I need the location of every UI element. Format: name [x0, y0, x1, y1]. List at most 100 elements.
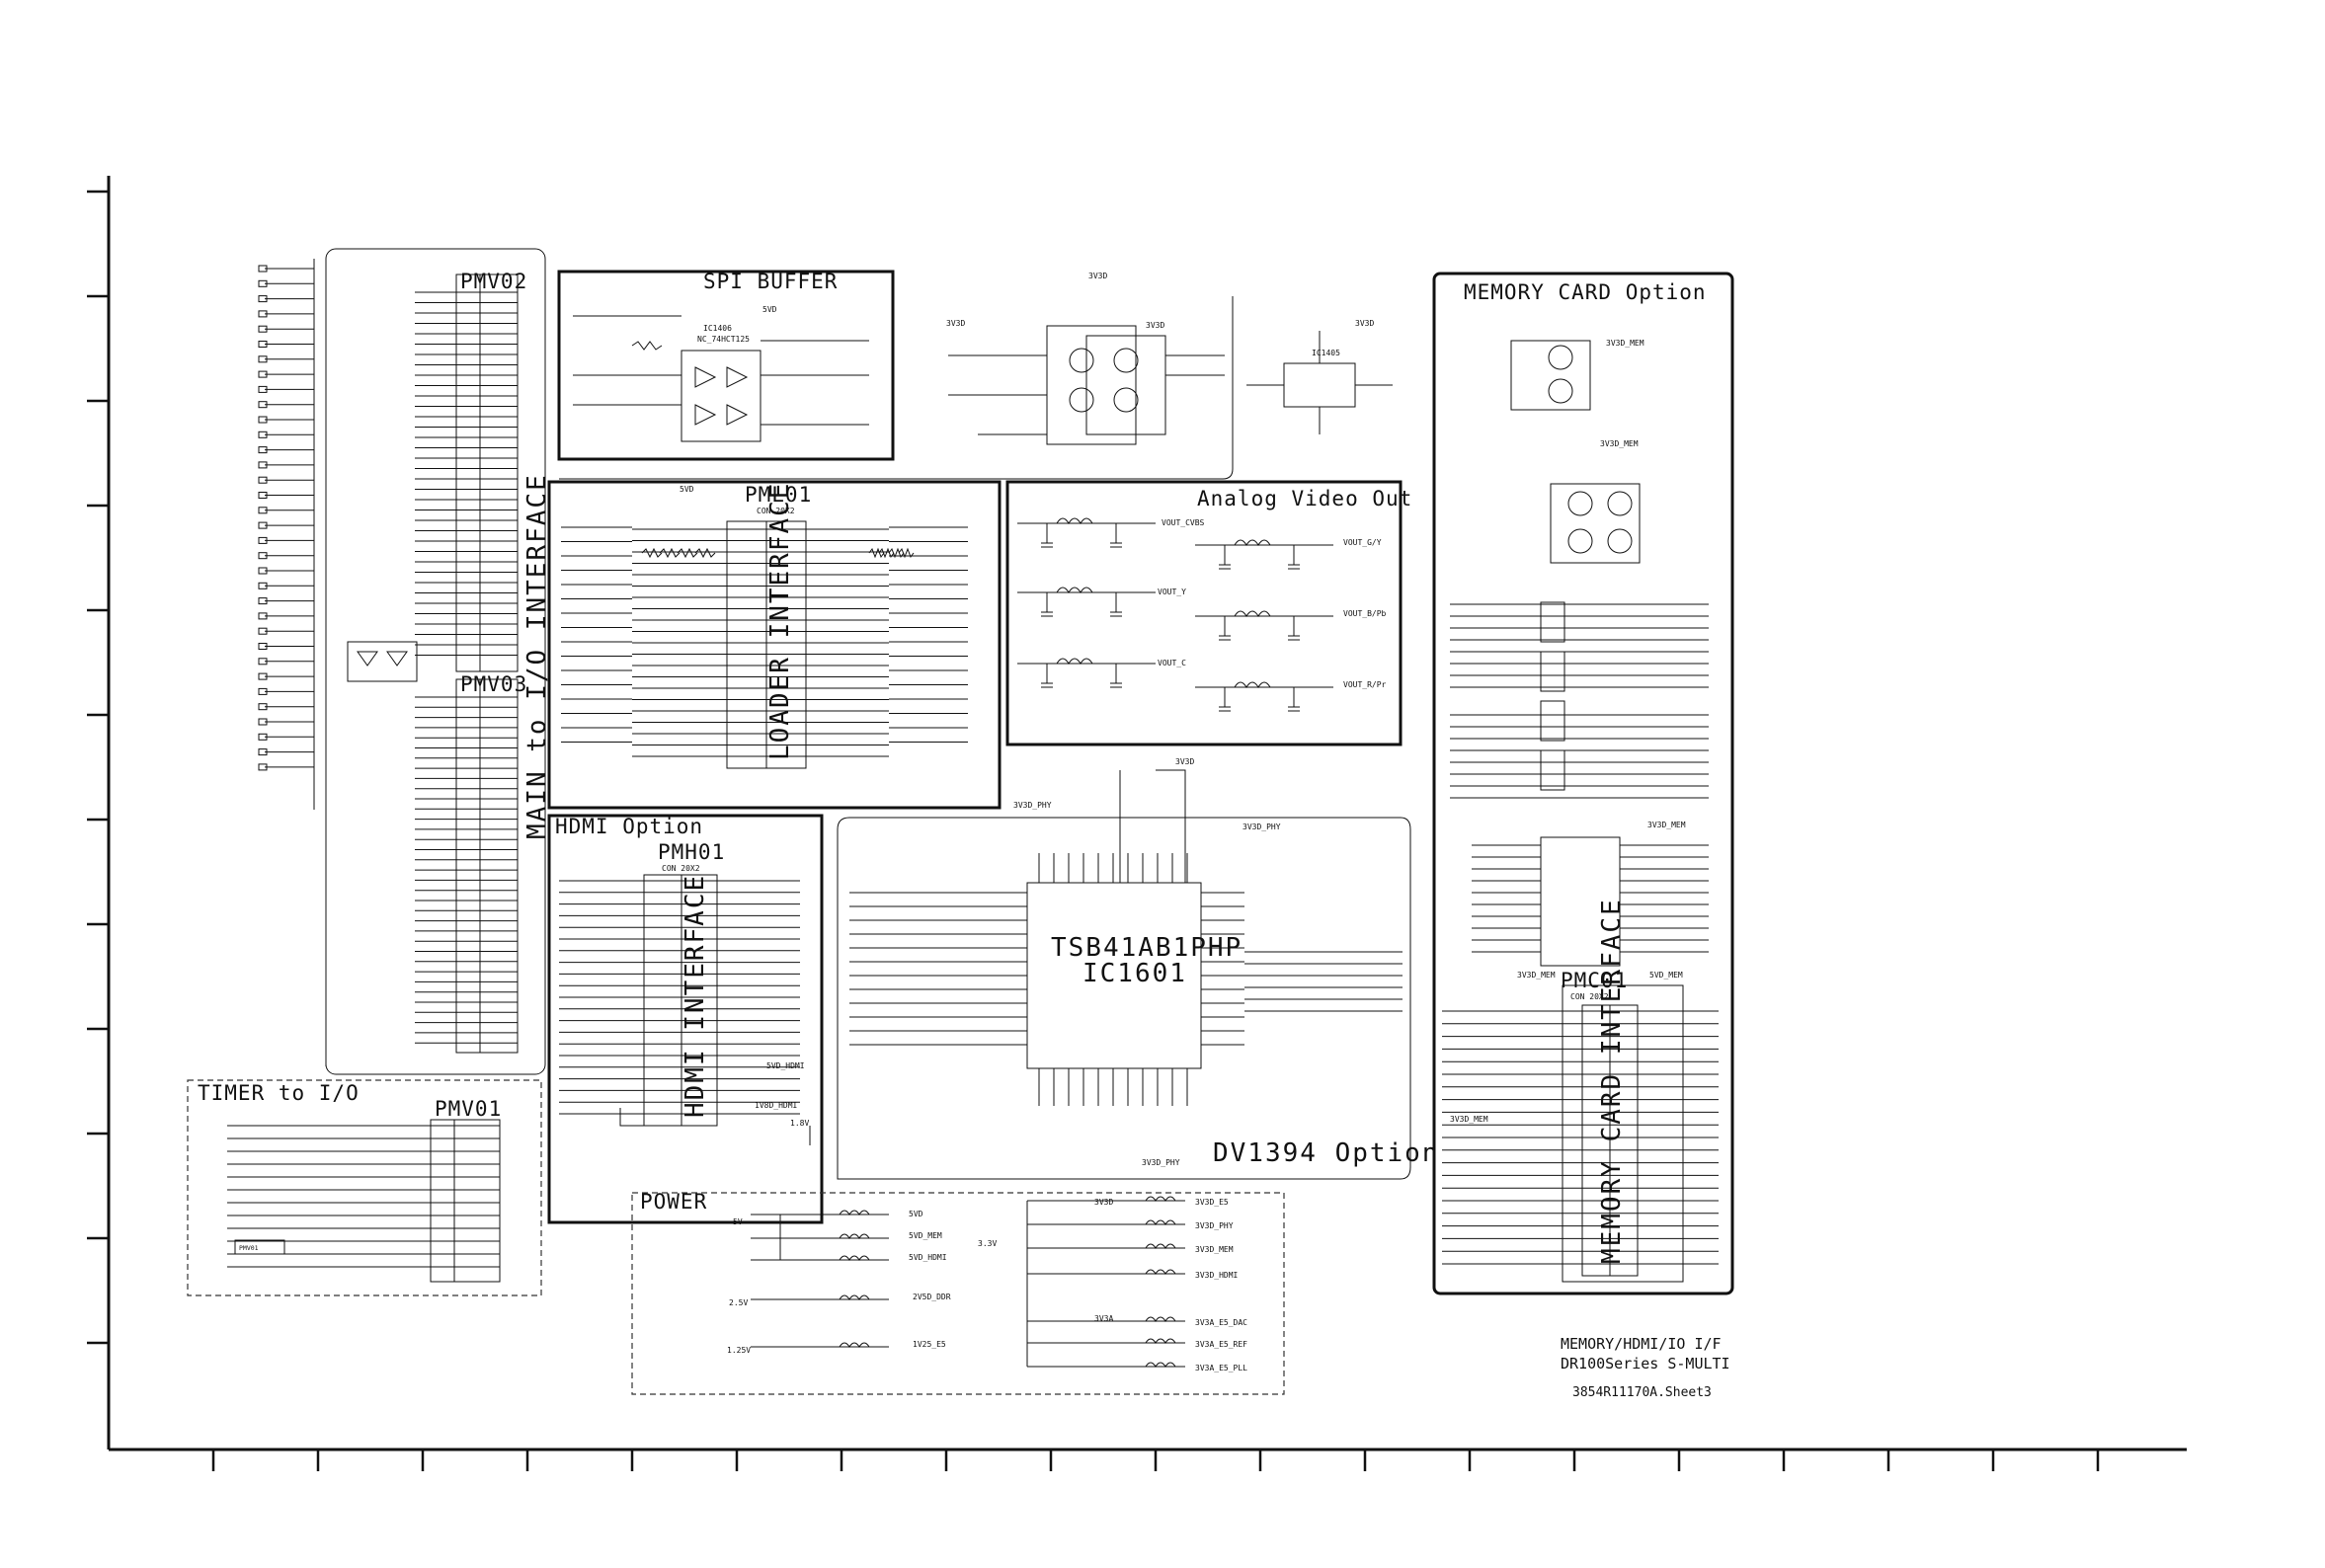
left-connector-tab: [258, 521, 268, 529]
pml01-label: PML01: [745, 483, 812, 507]
left-connector-tab: [258, 476, 268, 484]
resistor-array: [659, 547, 681, 559]
left-connector-tab: [258, 507, 268, 514]
pmv02-label: PMV02: [460, 270, 527, 293]
vout-cvbs-label: VOUT_CVBS: [1162, 518, 1205, 527]
title-line-2: DR100Series S-MULTI: [1561, 1355, 1730, 1372]
timer-io-block: TIMER to I/O PMV01 PMV01: [187, 1079, 542, 1296]
left-connector-tab: [258, 552, 268, 560]
left-connector-tab: [258, 733, 268, 741]
power-3v3d-e5-label: 3V3D_E5: [1195, 1198, 1229, 1207]
filter-inductor: [1056, 587, 1093, 593]
top-3v3d-label-3: 3V3D: [1146, 321, 1164, 330]
analog-video-out-label: Analog Video Out: [1197, 487, 1412, 510]
pmh01-label: PMH01: [658, 840, 725, 864]
vout-y-label: VOUT_Y: [1158, 588, 1186, 596]
title-line-1: MEMORY/HDMI/IO I/F: [1561, 1335, 1722, 1353]
pml01-5vd-label: 5VD: [680, 485, 694, 494]
vout-c-label: VOUT_C: [1158, 659, 1186, 667]
left-connector-tab: [258, 643, 268, 650]
power-3v3d-label: 3V3D: [1094, 1198, 1113, 1207]
hdmi-option-label: HDMI Option: [555, 815, 703, 838]
left-connector-tab: [258, 279, 268, 287]
power-inductor: [839, 1294, 870, 1300]
resistor-array: [677, 547, 698, 559]
filter-inductor: [1234, 539, 1271, 546]
power-5vd-hdmi-label: 5VD_HDMI: [909, 1253, 947, 1262]
top-3v3d-label: 3V3D: [1088, 272, 1107, 280]
power-3v3a-ref-label: 3V3A_E5_REF: [1195, 1340, 1247, 1349]
left-connector-tab: [258, 370, 268, 378]
left-connector-tab: [258, 687, 268, 695]
mem-3v3d-mem-label-5: 3V3D_MEM: [1450, 1115, 1488, 1124]
ic1601-label: IC1601: [1082, 959, 1187, 988]
power-inductor: [839, 1210, 870, 1215]
sheet-frame: [87, 176, 2187, 1471]
dv1394-option-label: DV1394 Option: [1213, 1138, 1440, 1168]
power-3v3d-mem-label: 3V3D_MEM: [1195, 1245, 1234, 1254]
left-connector-tab: [258, 672, 268, 680]
filter-inductor: [1234, 681, 1271, 688]
loader-interface-label: LOADER INTERFACE: [765, 482, 795, 760]
power-inductor: [1145, 1219, 1176, 1225]
title-block: MEMORY/HDMI/IO I/F DR100Series S-MULTI 3…: [1561, 1335, 1730, 1400]
power-inductor: [839, 1255, 870, 1261]
power-inductor: [839, 1233, 870, 1239]
resistor-array: [898, 547, 915, 559]
pmv03-label: PMV03: [460, 672, 527, 696]
hdmi-5vd-hdmi-label: 5VD_HDMI: [766, 1061, 805, 1070]
pmv01-bottom-label: PMV01: [239, 1244, 259, 1252]
pmv01-label: PMV01: [435, 1097, 502, 1121]
left-connector-tab: [258, 658, 268, 666]
spi-buffer-block: SPI BUFFER IC1406 NC_74HCT125 5VD: [557, 270, 895, 461]
left-connector-tab: [258, 567, 268, 575]
dv-3v3d-phy-label: 3V3D_PHY: [1013, 801, 1052, 810]
left-connector-tab: [258, 492, 268, 499]
left-connector-tab: [258, 612, 268, 620]
ic1405-3v3d-label: 3V3D: [1355, 319, 1374, 328]
power-3v3a-dac-label: 3V3A_E5_DAC: [1195, 1318, 1247, 1327]
dv1394-option-block: DV1394 Option TSB41AB1PHP IC1601 3V3D_PH…: [837, 757, 1440, 1180]
timer-io-label: TIMER to I/O: [198, 1081, 360, 1105]
left-connector-tab: [258, 748, 268, 756]
power-inductor: [1145, 1269, 1176, 1275]
power-3v3d-hdmi-label: 3V3D_HDMI: [1195, 1271, 1239, 1280]
left-connector-tab: [258, 310, 268, 318]
memory-card-interface-label: MEMORY CARD INTERFACE: [1597, 898, 1627, 1264]
left-connector-tab: [258, 295, 268, 303]
memory-card-option-block: MEMORY CARD Option 3V3D_MEM 3V3D_MEM 3V3…: [1432, 272, 1734, 1295]
left-connector-tab: [258, 763, 268, 771]
power-inductor: [839, 1342, 870, 1348]
power-inductor: [1145, 1338, 1176, 1344]
dv-3v3d-phy-label-2: 3V3D_PHY: [1243, 823, 1281, 831]
ic1406-label: IC1406: [703, 324, 732, 333]
title-line-3: 3854R11170A.Sheet3: [1572, 1385, 1712, 1400]
power-in-5v-label: 5V: [733, 1217, 743, 1226]
resistor-pack: [1540, 601, 1565, 643]
left-connector-tab: [258, 416, 268, 424]
filter-inductor: [1234, 610, 1271, 617]
left-connector-tab: [258, 385, 268, 393]
power-3v3a-pll-label: 3V3A_E5_PLL: [1195, 1364, 1247, 1372]
analog-video-out-block: Analog Video Out VOUT_CVBS VOUT_Y VOUT_C…: [1005, 480, 1412, 746]
resistor-pack: [1540, 651, 1565, 692]
power-5vd-mem-label: 5VD_MEM: [909, 1231, 942, 1240]
resistor-array: [878, 547, 895, 559]
power-5vd-label: 5VD: [909, 1210, 923, 1218]
ic1406-part-label: NC_74HCT125: [697, 335, 750, 344]
resistor-pack: [1540, 749, 1565, 791]
left-connector-tab: [258, 703, 268, 711]
power-1v25-e5-label: 1V25_E5: [913, 1340, 946, 1349]
mem-3v3d-mem-label-4: 3V3D_MEM: [1517, 971, 1556, 980]
pml01-type-label: CON 20X2: [757, 507, 795, 515]
main-io-interface-label: MAIN to I/O INTERFACE: [522, 473, 552, 839]
hdmi-interface-label: HDMI INTERFACE: [681, 874, 710, 1118]
power-in-1v25-label: 1.25V: [727, 1346, 751, 1355]
top-3v3d-label-2: 3V3D: [946, 319, 965, 328]
left-connector-tab: [258, 401, 268, 409]
vout-rpr-label: VOUT_R/Pr: [1343, 680, 1387, 689]
power-inductor: [1145, 1316, 1176, 1322]
resistor-array: [694, 547, 716, 559]
left-connector-tab: [258, 355, 268, 363]
spi-buffer-label: SPI BUFFER: [703, 270, 838, 293]
